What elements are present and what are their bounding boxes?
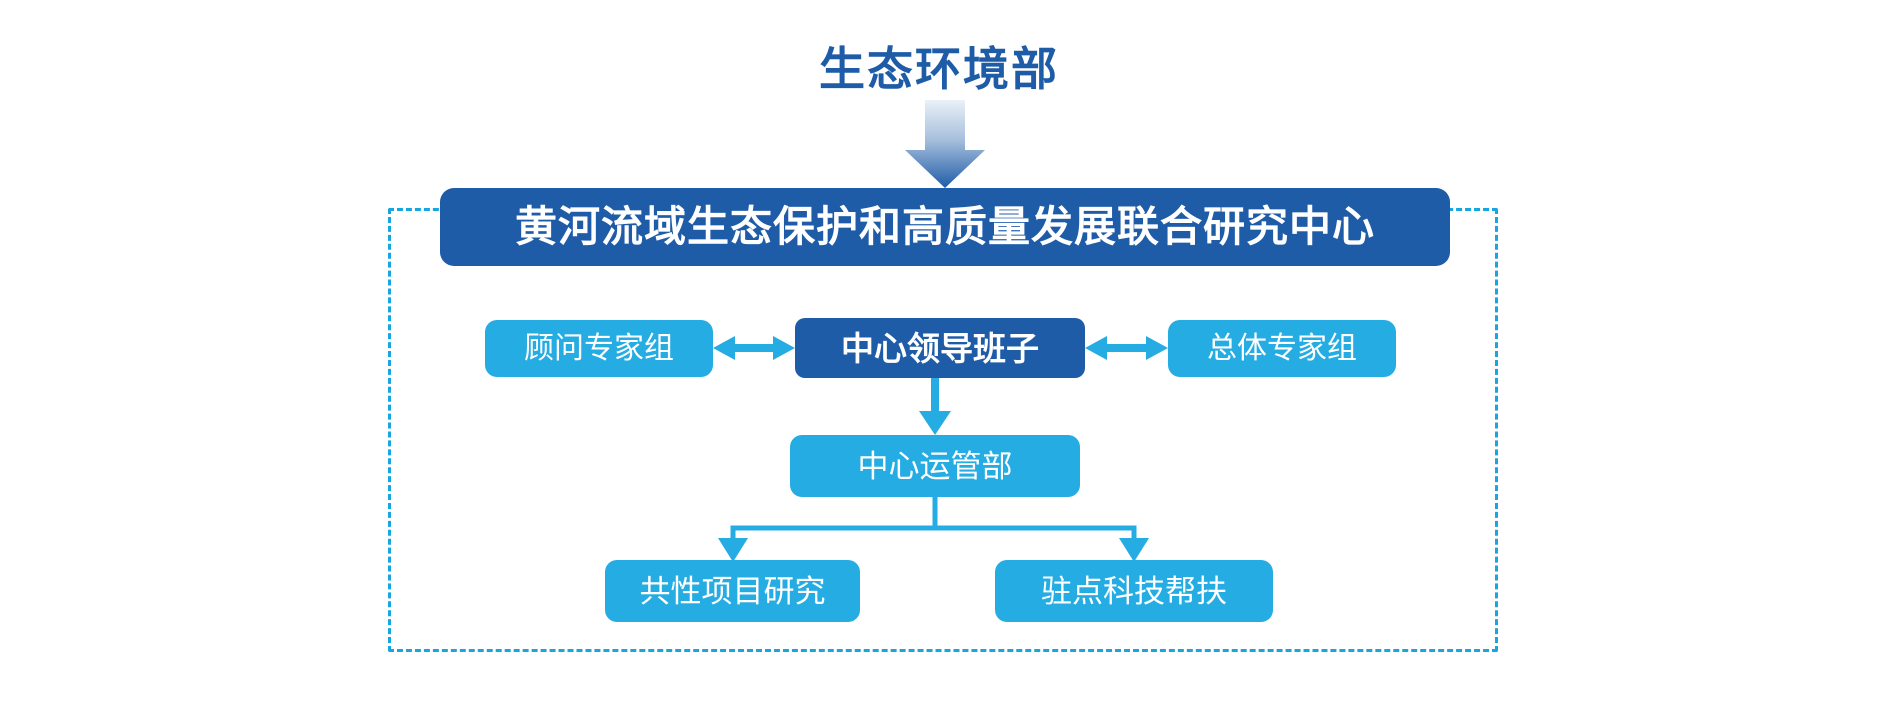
node-center-operations-department[interactable]: 中心运管部	[790, 435, 1080, 497]
node-general-expert-group[interactable]: 总体专家组	[1168, 320, 1396, 377]
node-center-leadership-team[interactable]: 中心领导班子	[795, 318, 1085, 378]
node-onsite-tech-support[interactable]: 驻点科技帮扶	[995, 560, 1273, 622]
node-advisory-expert-group[interactable]: 顾问专家组	[485, 320, 713, 377]
research-center-boundary	[388, 208, 1498, 652]
node-common-project-research[interactable]: 共性项目研究	[605, 560, 860, 622]
ministry-title: 生态环境部	[819, 43, 1059, 95]
ministry-to-header-arrow	[905, 100, 985, 188]
node-research-center-header[interactable]: 黄河流域生态保护和高质量发展联合研究中心	[440, 188, 1450, 266]
